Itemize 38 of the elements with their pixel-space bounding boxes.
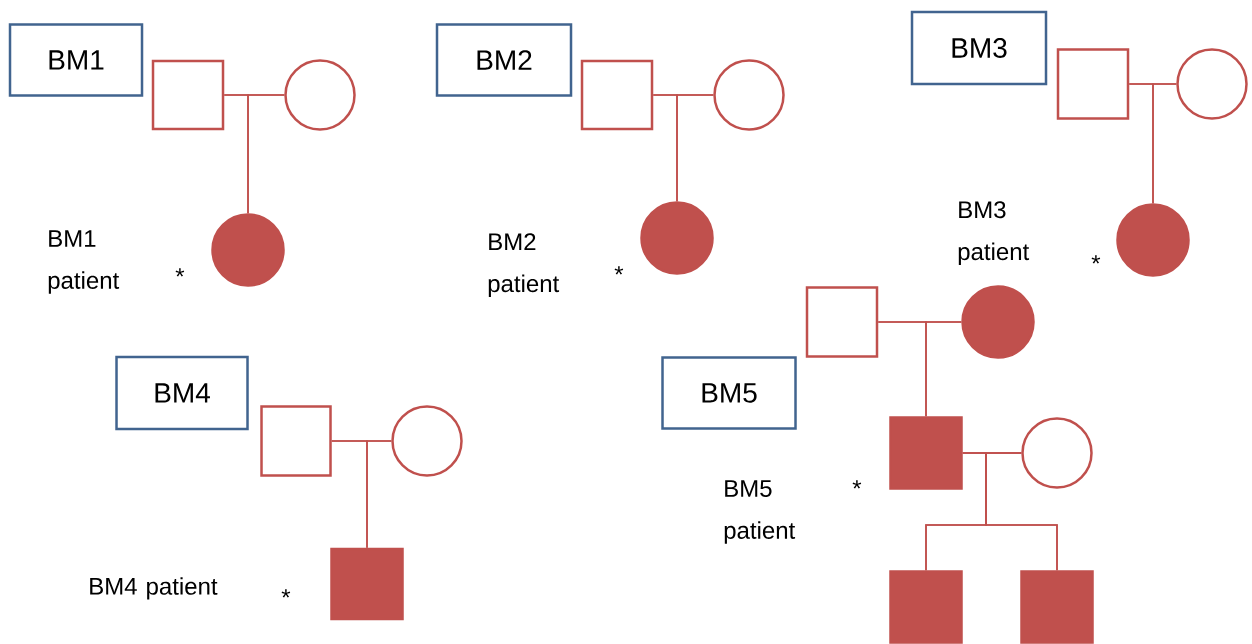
patient-label: BM5 patient bbox=[724, 480, 796, 544]
pedigree-line bbox=[247, 94, 286, 215]
pedigree-line bbox=[676, 94, 715, 203]
affected-square-symbol bbox=[889, 416, 963, 490]
family-label-box: BM5 bbox=[661, 356, 797, 430]
family-label-box: BM4 bbox=[115, 355, 249, 431]
square-symbol bbox=[580, 59, 654, 131]
pedigree-line bbox=[366, 440, 393, 549]
affected-square-symbol bbox=[1020, 570, 1094, 644]
square-symbol bbox=[260, 405, 332, 477]
pedigree-line bbox=[925, 321, 963, 418]
affected-circle-symbol bbox=[961, 285, 1035, 359]
patient-label: BM1 patient bbox=[48, 230, 120, 294]
proband-asterisk: * bbox=[614, 266, 624, 275]
pedigree-line bbox=[1152, 83, 1178, 205]
patient-label: BM2 patient bbox=[488, 233, 560, 297]
circle-symbol bbox=[1021, 417, 1093, 489]
family-label-box: BM2 bbox=[435, 23, 573, 97]
affected-square-symbol bbox=[889, 570, 963, 644]
proband-asterisk: * bbox=[281, 589, 291, 598]
circle-symbol bbox=[713, 59, 785, 131]
family-label-box: BM1 bbox=[8, 23, 144, 97]
square-symbol bbox=[1056, 48, 1130, 120]
square-symbol bbox=[151, 59, 225, 131]
affected-circle-symbol bbox=[1116, 203, 1190, 277]
square-symbol bbox=[805, 286, 879, 358]
circle-symbol bbox=[391, 405, 463, 477]
pedigree-line bbox=[985, 452, 1058, 572]
proband-asterisk: * bbox=[175, 268, 185, 277]
patient-label: BM4 patient bbox=[90, 577, 218, 600]
proband-asterisk: * bbox=[852, 480, 862, 489]
affected-circle-symbol bbox=[640, 201, 714, 275]
proband-asterisk: * bbox=[1091, 255, 1101, 264]
family-label-box: BM3 bbox=[910, 10, 1048, 86]
affected-circle-symbol bbox=[211, 213, 285, 287]
affected-square-symbol bbox=[330, 547, 404, 621]
circle-symbol bbox=[1176, 48, 1248, 120]
circle-symbol bbox=[284, 59, 356, 131]
